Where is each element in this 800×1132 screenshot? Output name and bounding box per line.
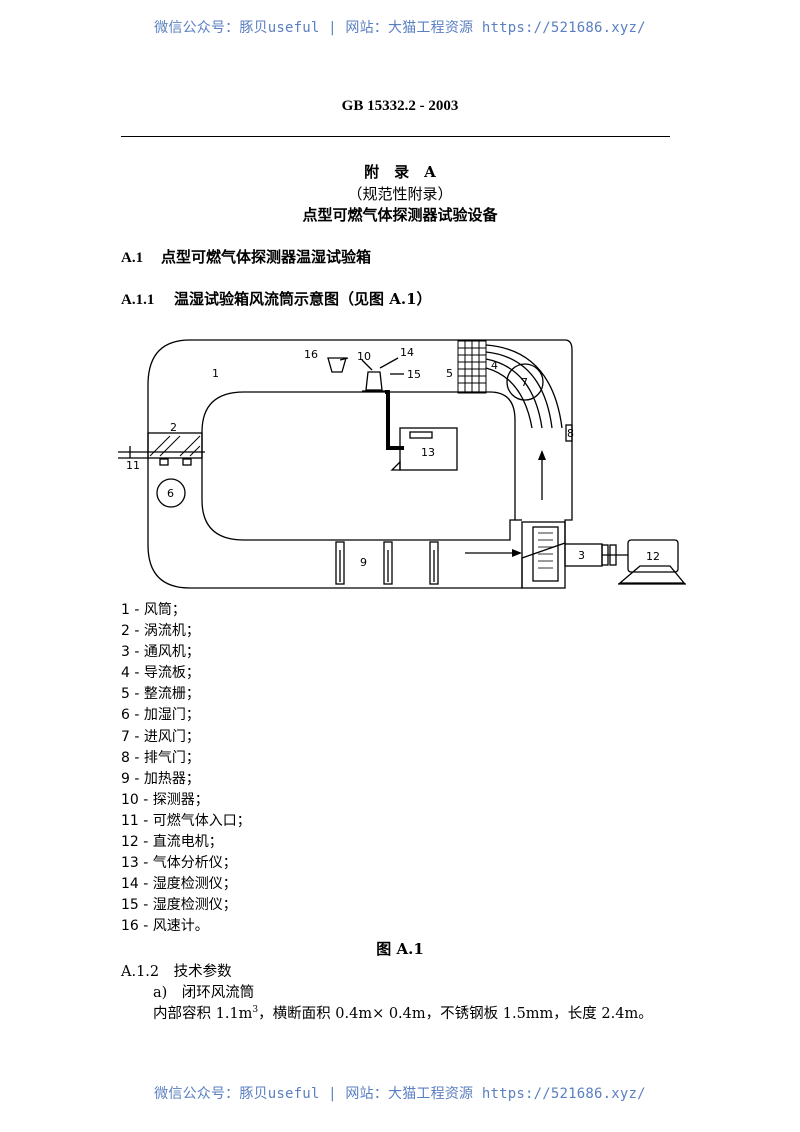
label-8: 8	[567, 427, 574, 440]
section-a1-heading: A.1 点型可燃气体探测器温湿试验箱	[121, 246, 371, 267]
spec-superscript: 3	[252, 1005, 259, 1016]
legend-item: 2 - 涡流机；	[121, 623, 200, 640]
label-5: 5	[446, 367, 453, 380]
label-13: 13	[421, 446, 435, 459]
duct-inner	[201, 391, 516, 541]
item-a: a) 闭环风流筒	[153, 985, 255, 1001]
label-2: 2	[170, 421, 177, 434]
section-a12-heading: A.1.2 技术参数	[121, 964, 232, 980]
label-10: 10	[357, 350, 371, 363]
legend-item: 13 - 气体分析仪；	[121, 855, 237, 872]
appendix-type: （规范性附录）	[347, 185, 453, 203]
label-9: 9	[360, 556, 367, 569]
legend-item: 5 - 整流栅；	[121, 686, 200, 703]
section-a11-heading: A.1.1 温湿试验箱风流筒示意图（见图 A.1）	[121, 288, 432, 309]
legend-item: 8 - 排气门；	[121, 749, 200, 766]
legend-item: 16 - 风速计。	[121, 918, 209, 935]
legend-item: 11 - 可燃气体入口；	[121, 812, 251, 829]
legend-item: 4 - 导流板；	[121, 665, 200, 682]
spec-suffix: ，横断面积 0.4m× 0.4m，不锈钢板 1.5mm，长度 2.4m。	[258, 1006, 653, 1022]
section-a1-title: 点型可燃气体探测器温湿试验箱	[161, 248, 372, 266]
header-rule	[121, 136, 670, 137]
figure-caption: 图 A.1	[376, 940, 424, 958]
label-3: 3	[578, 549, 585, 562]
label-11: 11	[126, 459, 140, 472]
standard-number: GB 15332.2 - 2003	[341, 98, 459, 114]
legend-item: 1 - 风筒；	[121, 602, 186, 618]
label-7: 7	[521, 376, 528, 389]
legend-item: 6 - 加湿门；	[121, 707, 200, 724]
section-a1-number: A.1	[121, 250, 144, 266]
inlet-door	[506, 363, 544, 401]
appendix-label: 附 录 A	[364, 163, 436, 181]
humidifier-door	[156, 478, 186, 508]
legend-item: 15 - 湿度检测仪；	[121, 897, 237, 914]
figure-a1-diagram: 1 2 3 4 5 6 7 8 9 10 11 12 13 14 15 16	[118, 339, 686, 589]
legend-item: 10 - 探测器；	[121, 791, 209, 808]
figure-legend: 1 - 风筒； 2 - 涡流机； 3 - 通风机； 4 - 导流板； 5 - 整…	[121, 600, 251, 938]
watermark-top: 微信公众号：豚贝useful | 网站：大猫工程资源 https://52168…	[154, 20, 646, 36]
watermark-bottom: 微信公众号：豚贝useful | 网站：大猫工程资源 https://52168…	[154, 1086, 646, 1102]
dc-motor	[627, 539, 679, 573]
section-a11-number: A.1.1	[121, 292, 155, 308]
legend-item: 14 - 湿度检测仪；	[121, 876, 237, 893]
label-14: 14	[400, 346, 414, 359]
label-4: 4	[491, 359, 498, 372]
appendix-title: 点型可燃气体探测器试验设备	[302, 206, 498, 224]
duct-outer	[147, 339, 573, 589]
legend-item: 12 - 直流电机；	[121, 834, 223, 851]
label-16: 16	[304, 348, 318, 361]
spec-line: 内部容积 1.1m3，横断面积 0.4m× 0.4m，不锈钢板 1.5mm，长度…	[153, 1002, 653, 1023]
section-a11-title: 温湿试验箱风流筒示意图（见图 A.1）	[174, 290, 432, 308]
legend-item: 7 - 进风门；	[121, 728, 200, 745]
label-15: 15	[407, 368, 421, 381]
label-12: 12	[646, 550, 660, 563]
legend-item: 3 - 通风机；	[121, 644, 200, 661]
label-1: 1	[212, 367, 219, 380]
legend-item: 9 - 加热器；	[121, 770, 200, 787]
spec-prefix: 内部容积 1.1m	[153, 1006, 253, 1022]
label-6: 6	[167, 487, 174, 500]
